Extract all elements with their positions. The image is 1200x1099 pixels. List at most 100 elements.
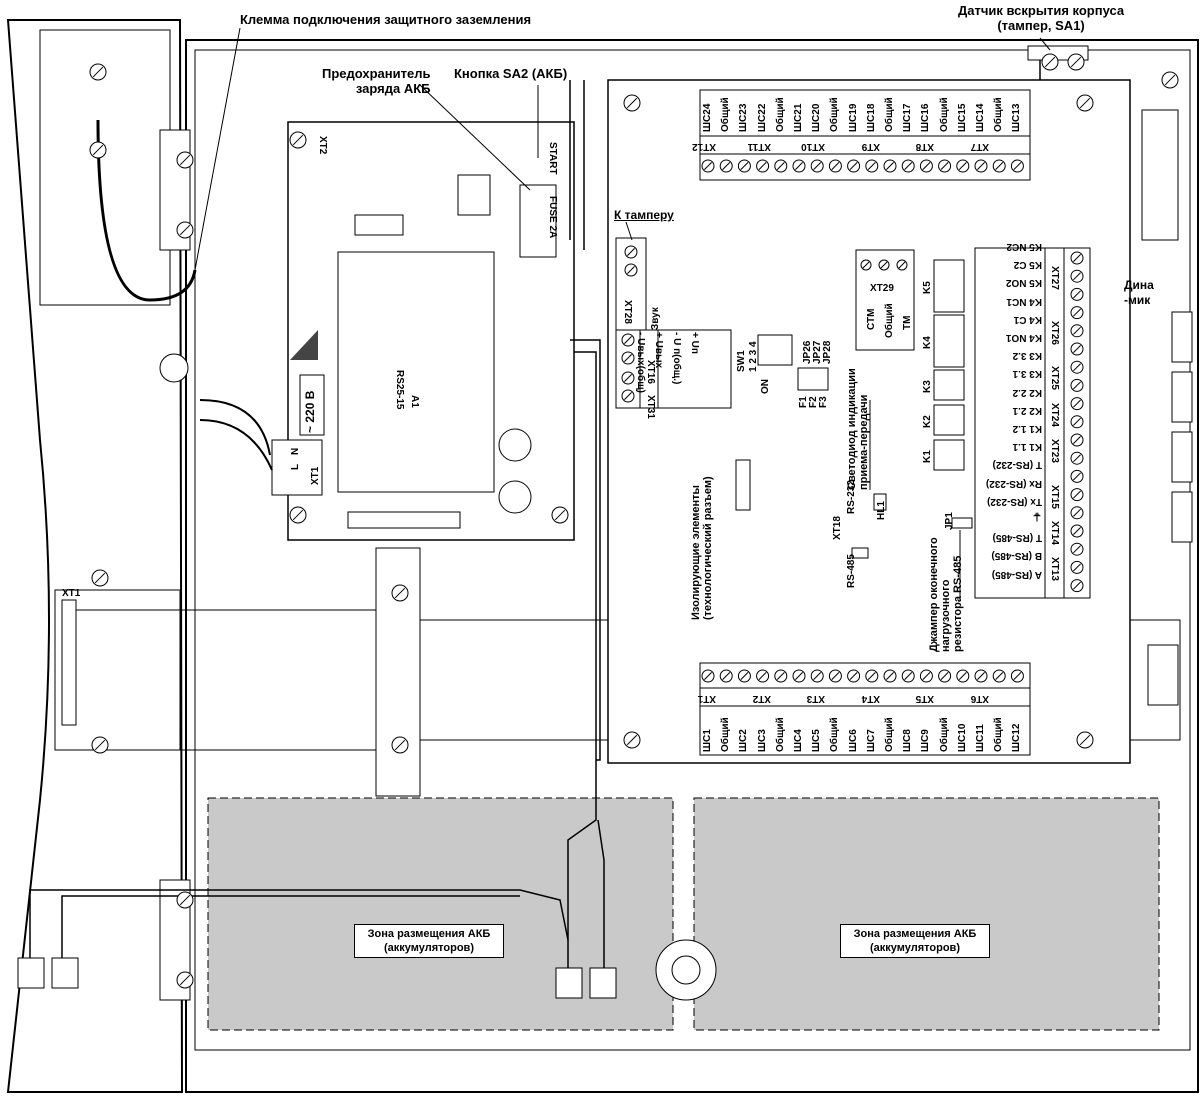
- bottom-terminal-label-11: ШС8: [902, 729, 914, 752]
- psu-start-label: START: [547, 142, 558, 175]
- speaker-callout: Дина -мик: [1124, 278, 1154, 307]
- capacitor-2: [498, 480, 532, 514]
- power-row-1: - U п(общ.): [671, 332, 682, 385]
- right-terminal-label-0: K5 NC2: [1006, 241, 1042, 252]
- top-group-label-4: XT8: [916, 141, 935, 152]
- rs232-label: RS-232: [846, 480, 857, 514]
- bottom-group-label-5: XT6: [970, 693, 989, 704]
- bottom-group-label-2: XT3: [806, 693, 826, 704]
- right-terminals: [1070, 251, 1084, 593]
- xt1-l: L: [290, 463, 301, 470]
- psu-name: A1: [409, 395, 420, 408]
- power-row-0: + Uп: [689, 332, 700, 354]
- f3-label: F3: [818, 396, 829, 408]
- battery-zone-right: [693, 797, 1160, 1031]
- bottom-terminal-label-10: Общий: [884, 717, 895, 752]
- relay-label-1: K4: [922, 336, 933, 349]
- right-group-label-3: XT24: [1049, 402, 1060, 427]
- xt18-block: [851, 547, 869, 559]
- psu-resistor: [354, 214, 404, 236]
- xt29-name: XT29: [870, 283, 894, 294]
- bottom-terminal-label-5: ШС4: [793, 729, 804, 752]
- screws: [89, 53, 1179, 989]
- right-terminal-label-7: K3 3.1: [1012, 368, 1042, 380]
- hl1-label: HL1: [876, 501, 887, 520]
- isolating-callout: Изолирующие элементы (технологический ра…: [690, 476, 714, 620]
- top-terminal-label-13: Общий: [938, 97, 950, 132]
- bottom-terminal-label-13: Общий: [938, 717, 950, 752]
- top-terminal-label-12: ШС16: [920, 103, 932, 132]
- jp1-jumper: [951, 517, 973, 529]
- top-terminal-label-1: Общий: [720, 97, 732, 132]
- right-group-label-4: XT23: [1049, 439, 1060, 463]
- jp1-label: JP1: [944, 512, 955, 530]
- top-group-label-3: XT9: [861, 141, 880, 152]
- power-group-xt16: XT16: [645, 360, 656, 384]
- xt1-connector-label: XT1: [62, 588, 81, 599]
- right-terminal-label-2: K5 NO2: [1005, 277, 1042, 289]
- power-terminal-block: [615, 329, 732, 409]
- relay-label-0: K5: [922, 281, 933, 294]
- top-group-label-2: XT10: [801, 141, 826, 152]
- top-group-label-0: XT12: [692, 141, 716, 152]
- top-terminal-label-6: ШС20: [811, 103, 823, 132]
- ground-terminal-callout: Клемма подключения защитного заземления: [240, 12, 532, 27]
- bottom-terminal-label-1: Общий: [720, 717, 732, 752]
- right-group-label-1: XT26: [1049, 320, 1060, 345]
- bottom-terminal-label-9: ШС7: [865, 729, 877, 752]
- sw1-dip: [757, 334, 793, 366]
- top-terminal-label-7: Общий: [829, 97, 841, 132]
- right-terminal-label-1: K5 C2: [1013, 259, 1042, 271]
- bottom-group-label-0: XT1: [697, 693, 716, 704]
- sound-label: Звук: [650, 307, 661, 330]
- relays: [933, 259, 965, 471]
- psu-xt2-label: XT2: [317, 136, 328, 155]
- sw1-name: SW1: [736, 350, 747, 372]
- right-terminal-label-4: K4 C1: [1013, 313, 1042, 325]
- xt1-connector: [61, 599, 77, 726]
- bottom-terminals: [701, 669, 1024, 683]
- top-group-label-1: XT11: [747, 141, 771, 152]
- mains-label: ~ 220 В: [303, 390, 317, 433]
- right-terminal-label-6: K3 3.2: [1012, 350, 1042, 362]
- xt18-label: XT18: [832, 516, 843, 540]
- sw1-on: ON: [760, 379, 771, 394]
- top-terminal-label-8: ШС19: [847, 103, 859, 132]
- top-terminal-label-11: ШС17: [902, 103, 914, 132]
- psu-transformer: [337, 251, 495, 493]
- speaker: [1141, 109, 1179, 241]
- relay-label-4: K1: [922, 450, 933, 463]
- xt29-col-2: ТМ: [902, 315, 913, 330]
- tamper-sensor-callout: Датчик вскрытия корпуса (тампер, SA1): [958, 3, 1125, 33]
- ground-symbol: [159, 353, 189, 383]
- rs485-label: RS-485: [846, 554, 857, 588]
- right-terminal-label-16: T (RS-485): [992, 532, 1042, 544]
- top-terminal-label-10: Общий: [884, 97, 895, 132]
- psu-fuse-label: FUSE 2A: [547, 196, 558, 239]
- xt1-mains-block: [271, 439, 323, 496]
- psu-model: RS25-15: [394, 370, 405, 410]
- right-group-label-5: XT15: [1049, 484, 1060, 509]
- bottom-group-label-3: XT4: [861, 693, 880, 704]
- jp28-label: JP28: [822, 340, 833, 364]
- jumper-block: [797, 367, 829, 391]
- xt1-mains-name: XT1: [310, 466, 321, 485]
- bottom-terminal-label-16: Общий: [993, 717, 1005, 752]
- enclosure-door: [6, 19, 184, 1093]
- relay-label-2: K3: [922, 380, 933, 393]
- bottom-terminal-label-0: ШС1: [702, 729, 713, 752]
- bottom-terminal-label-14: ШС10: [956, 723, 968, 752]
- right-terminal-label-8: K2 2.2: [1012, 386, 1042, 398]
- sw1-digits: 1 2 3 4: [748, 341, 759, 372]
- top-terminal-label-2: ШС23: [738, 103, 750, 132]
- button-callout: Кнопка SA2 (АКБ): [454, 66, 568, 81]
- bottom-terminal-label-2: ШС2: [738, 729, 750, 752]
- top-terminals: [701, 159, 1024, 173]
- right-terminal-label-9: K2 2.1: [1012, 404, 1042, 416]
- capacitor-1: [498, 428, 532, 462]
- ground-wire: [96, 119, 197, 302]
- xt29-col-1: Общий: [884, 303, 895, 338]
- side-clips: [1147, 311, 1193, 706]
- hl1-led: [873, 493, 887, 511]
